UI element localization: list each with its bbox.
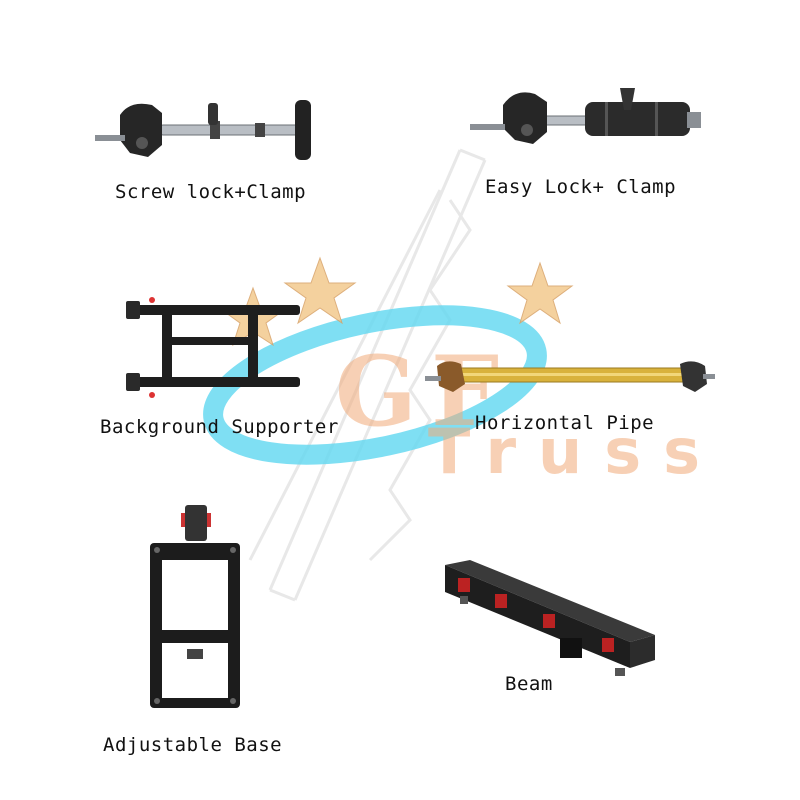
adjustable-base-icon [150,505,240,708]
screw-lock-clamp-icon [95,100,311,160]
background-supporter-icon [126,297,300,398]
truss-watermark-icon [248,148,487,602]
ring-watermark-icon [203,305,547,465]
horizontal-pipe-icon [425,361,715,392]
beam-icon [445,560,655,676]
product-label-beam: Beam [505,673,553,695]
product-label-screw-lock-clamp: Screw lock+Clamp [115,181,307,203]
watermark-brand-sub: Truss [428,415,723,488]
watermark-brand-main: GF [335,335,514,448]
product-label-horizontal-pipe: Horizontal Pipe [475,412,655,434]
easy-lock-clamp-icon [470,88,701,144]
product-label-adjustable-base: Adjustable Base [103,734,283,756]
product-label-background-supporter: Background Supporter [100,416,339,438]
product-label-easy-lock-clamp: Easy Lock+ Clamp [485,176,677,198]
